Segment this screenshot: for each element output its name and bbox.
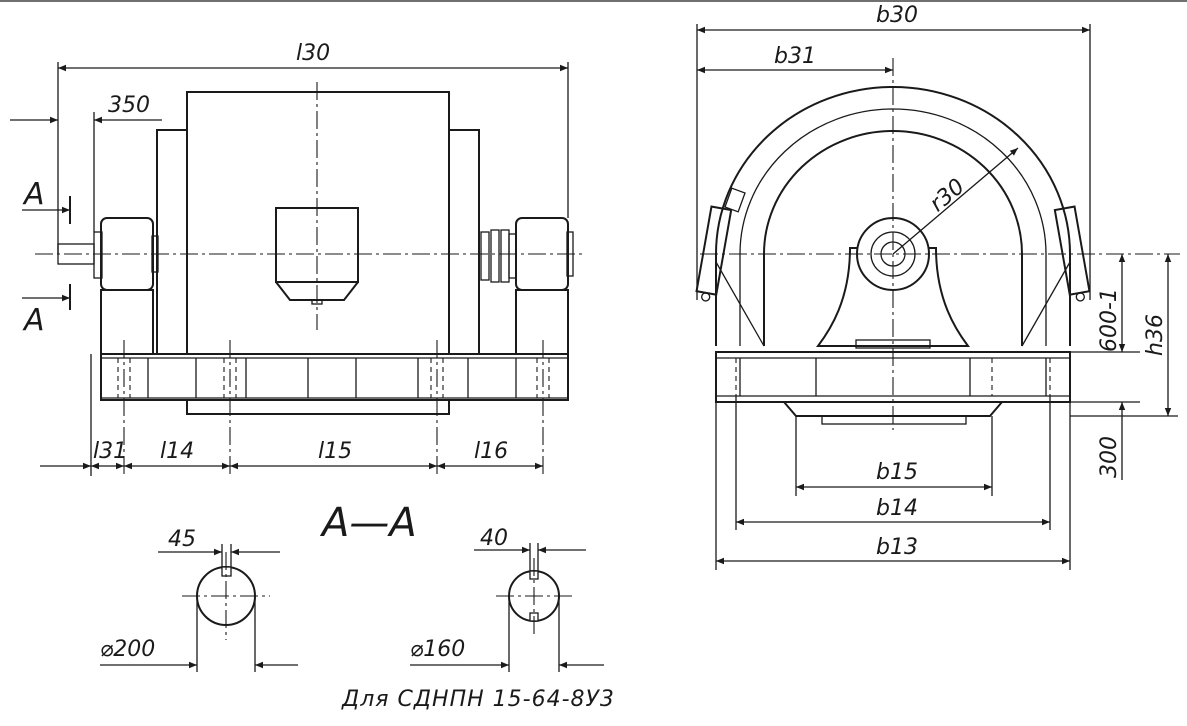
left-pedestal — [100, 289, 154, 355]
dim-b31-label: b31 — [774, 44, 816, 69]
right-diameter-label: ⌀160 — [410, 637, 465, 662]
bearing-middle — [870, 231, 916, 277]
section-view: A—A 45 ⌀200 40 ⌀160 — [100, 500, 604, 672]
left-side-box — [695, 205, 733, 302]
left-key-width-label: 45 — [168, 527, 196, 552]
inner-housing — [763, 130, 1023, 346]
end-base-frame — [715, 351, 1071, 403]
right-end-shield — [448, 129, 480, 355]
end-view: b30 b31 r30 600-1 h36 300 b15 b14 b13 — [695, 3, 1180, 570]
dim-600-label: 600-1 — [1097, 288, 1122, 352]
foundation-frame — [100, 353, 569, 401]
dim-h36-label: h36 — [1143, 314, 1168, 356]
frame-ribs — [147, 358, 517, 398]
dim-l14-label: l14 — [160, 439, 194, 464]
right-key-width-label: 40 — [480, 526, 508, 551]
collector-ring — [480, 231, 490, 281]
right-side-box — [1053, 205, 1091, 302]
dim-b30-label: b30 — [876, 3, 918, 28]
dim-b13-label: b13 — [876, 535, 918, 560]
dim-l31-label: l31 — [93, 439, 127, 464]
right-pedestal — [515, 289, 569, 355]
dim-l16-label: l16 — [474, 439, 508, 464]
dim-350-label: 350 — [108, 93, 150, 118]
dim-b14-label: b14 — [876, 496, 918, 521]
stator-frame — [186, 91, 450, 355]
side-view: l30 350 A A l31 l14 l15 l16 — [10, 41, 582, 476]
base-plate — [186, 399, 450, 415]
section-title: A—A — [319, 500, 417, 546]
terminal-box — [275, 207, 359, 283]
bearing-pedestal — [816, 247, 970, 347]
dim-l30-label: l30 — [296, 41, 330, 66]
dim-r30-label: r30 — [925, 174, 969, 217]
dim-l15-label: l15 — [318, 439, 352, 464]
section-mark-top: A — [22, 177, 45, 212]
bearing-inner — [880, 241, 906, 267]
dim-r30-line — [892, 147, 1019, 255]
bearing-outer — [856, 217, 930, 291]
section-mark-bottom: A — [22, 303, 45, 338]
dim-b15-label: b15 — [876, 460, 918, 485]
dim-300-label: 300 — [1097, 436, 1122, 478]
left-end-shield — [156, 129, 188, 355]
outer-housing — [715, 86, 1071, 346]
left-diameter-label: ⌀200 — [100, 637, 155, 662]
drawing-caption: Для СДНПН 15-64-8У3 — [341, 687, 615, 712]
